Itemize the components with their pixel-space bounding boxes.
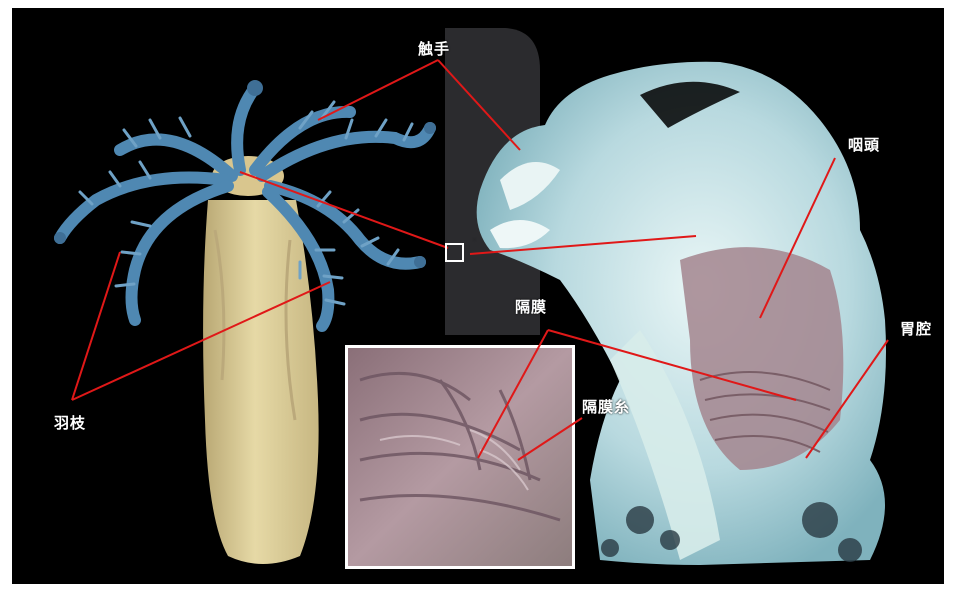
label-mouth: 口 [474,240,476,241]
label-pinnule: 羽枝 [54,412,86,433]
label-gastric-cavity: 胃腔 [900,318,932,339]
label-pharynx: 咽頭 [848,134,880,155]
label-septum: 隔膜 [515,296,547,317]
septum-closeup-inset [345,345,575,569]
label-tentacle: 触手 [418,38,450,59]
label-septal-filament: 隔膜糸 [582,396,630,417]
